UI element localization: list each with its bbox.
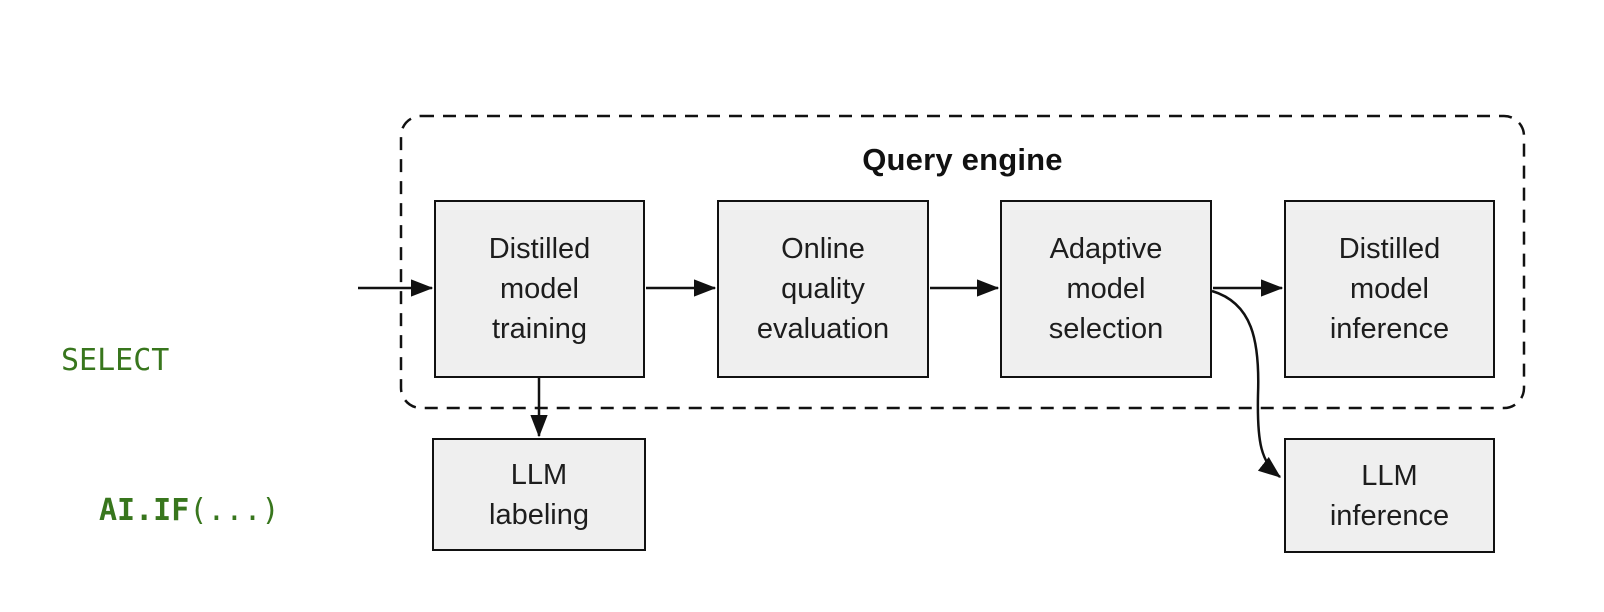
sql-ai-if-function: AI.IF xyxy=(99,493,190,528)
sql-select-keyword: SELECT xyxy=(61,343,170,378)
node-adaptive-model-selection: Adaptive model selection xyxy=(1000,200,1212,378)
arrow-selection-to-llm-inference xyxy=(1211,289,1281,478)
node-distilled-model-inference: Distilled model inference xyxy=(1284,200,1495,378)
sql-function-args: (...) xyxy=(189,493,280,528)
node-online-quality-evaluation: Online quality evaluation xyxy=(717,200,929,378)
sql-function-call: AI.IF(...) xyxy=(61,486,280,536)
query-engine-title: Query engine xyxy=(862,142,1063,177)
node-llm-labeling: LLM labeling xyxy=(432,438,646,551)
node-distilled-model-training: Distilled model training xyxy=(434,200,645,378)
sql-query-snippet: SELECT AI.IF(...) xyxy=(61,236,280,612)
node-llm-inference: LLM inference xyxy=(1284,438,1495,553)
